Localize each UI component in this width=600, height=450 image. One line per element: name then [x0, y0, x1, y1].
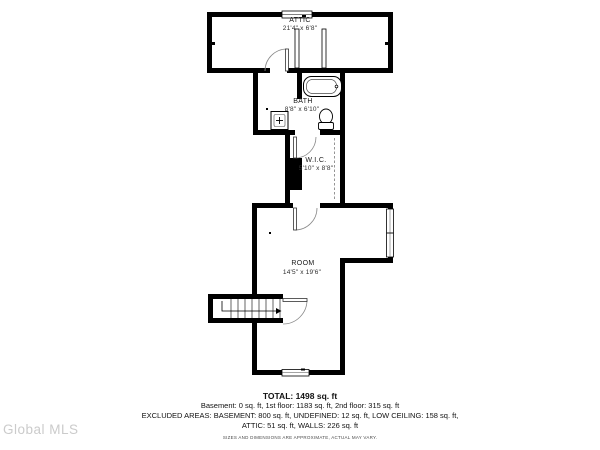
bath-sink [270, 111, 289, 130]
room-dims-bath: 8'8" x 6'10" [284, 106, 320, 113]
summary-floors: Basement: 0 sq. ft, 1st floor: 1183 sq. … [200, 401, 400, 410]
room-dims-wic: 5'10" x 8'8" [298, 165, 334, 172]
room-dims-room: 14'5" x 19'6" [282, 269, 322, 276]
room-right-window [386, 208, 394, 258]
stair-door [282, 298, 308, 325]
summary-excluded-1: EXCLUDED AREAS: BASEMENT: 800 sq. ft, UN… [141, 411, 459, 420]
staircase [208, 294, 283, 323]
room-bottom-window [281, 368, 310, 377]
globalmls-watermark: Global MLS [3, 422, 79, 437]
bathtub [303, 76, 342, 97]
attic-stairwell-partitions [294, 28, 327, 69]
attic-walls [207, 12, 393, 73]
room-entry-door [293, 207, 318, 231]
room-dims-attic: 21'4" x 6'8" [282, 25, 318, 32]
room-label-wic: W.I.C. [305, 157, 327, 164]
attic-window [281, 10, 313, 19]
room-label-room: ROOM [291, 260, 315, 267]
stair-direction-arrow [221, 301, 276, 312]
summary-disclaimer: SIZES AND DIMENSIONS ARE APPROXIMATE, AC… [222, 435, 378, 440]
area-summary: TOTAL: 1498 sq. ft Basement: 0 sq. ft, 1… [0, 391, 600, 440]
summary-excluded-2: ATTIC: 51 sq. ft, WALLS: 226 sq. ft [241, 421, 359, 430]
wic-walls [285, 135, 345, 203]
room-label-bath: BATH [293, 98, 313, 105]
toilet [318, 108, 334, 130]
wic-door [293, 136, 317, 159]
summary-total: TOTAL: 1498 sq. ft [262, 391, 338, 401]
room-label-attic: ATTIC [289, 17, 311, 24]
attic-door [264, 48, 289, 72]
room-walls [252, 203, 393, 375]
